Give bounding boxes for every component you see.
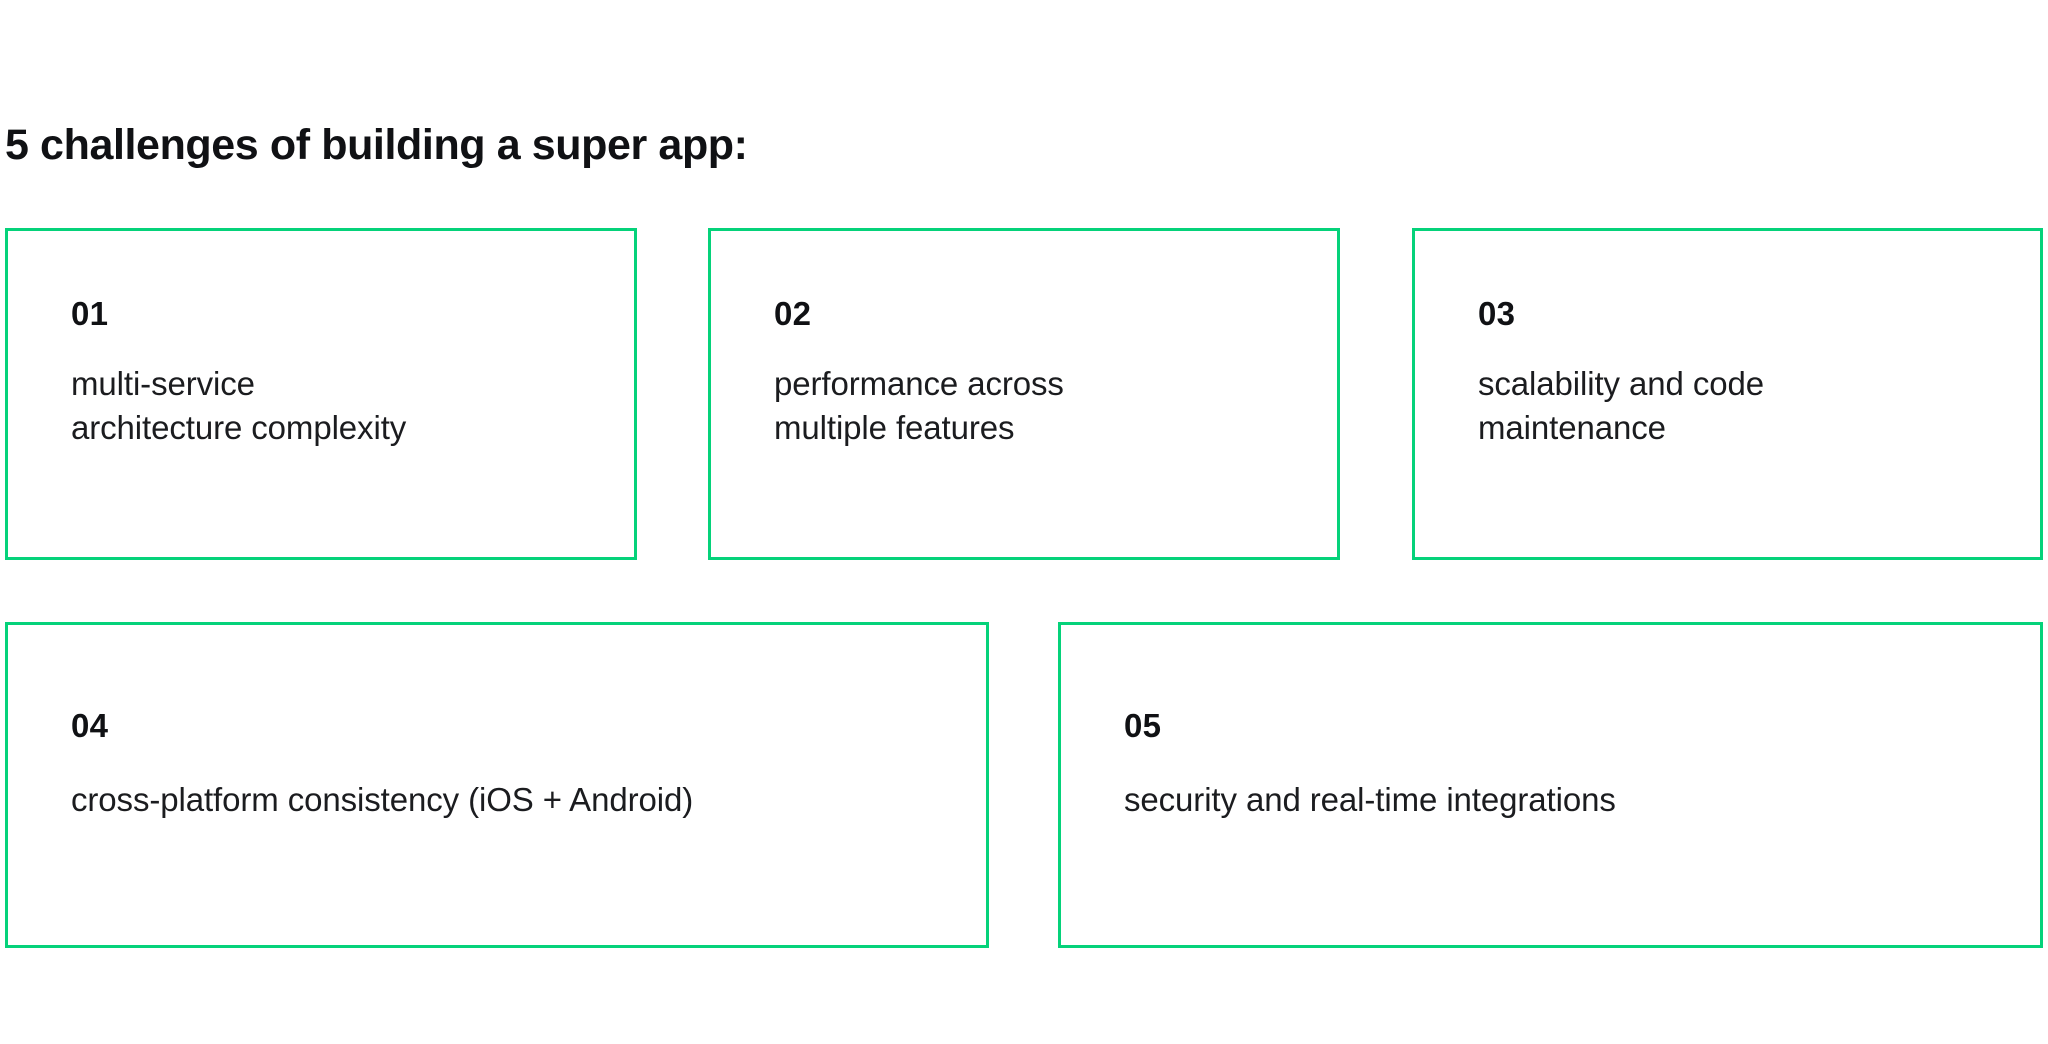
card-content: 03 scalability and code maintenance [1478,297,2016,449]
card-content: 01 multi-service architecture complexity [71,297,610,449]
card-number-label: 05 [1124,707,1162,744]
card-body-text: cross-platform consistency (iOS + Androi… [71,781,694,818]
card-content: 05 security and real-time integrations [1124,709,2016,822]
challenge-card-02[interactable]: 02 performance across multiple features [708,228,1340,560]
card-content: 02 performance across multiple features [774,297,1313,449]
card-body-text: multi-service architecture complexity [71,365,407,446]
card-number-label: 04 [71,707,109,744]
challenge-card-04[interactable]: 04 cross-platform consistency (iOS + And… [5,622,989,948]
card-content: 04 cross-platform consistency (iOS + And… [71,709,962,822]
challenge-card-03[interactable]: 03 scalability and code maintenance [1412,228,2043,560]
card-number-label: 01 [71,295,109,332]
card-body-text: performance across multiple features [774,365,1064,446]
page-title: 5 challenges of building a super app: [5,120,748,169]
card-body-text: security and real-time integrations [1124,781,1616,818]
challenge-card-01[interactable]: 01 multi-service architecture complexity [5,228,637,560]
challenge-card-05[interactable]: 05 security and real-time integrations [1058,622,2043,948]
card-body-text: scalability and code maintenance [1478,365,1765,446]
card-number-label: 02 [774,295,812,332]
card-number-label: 03 [1478,295,1516,332]
